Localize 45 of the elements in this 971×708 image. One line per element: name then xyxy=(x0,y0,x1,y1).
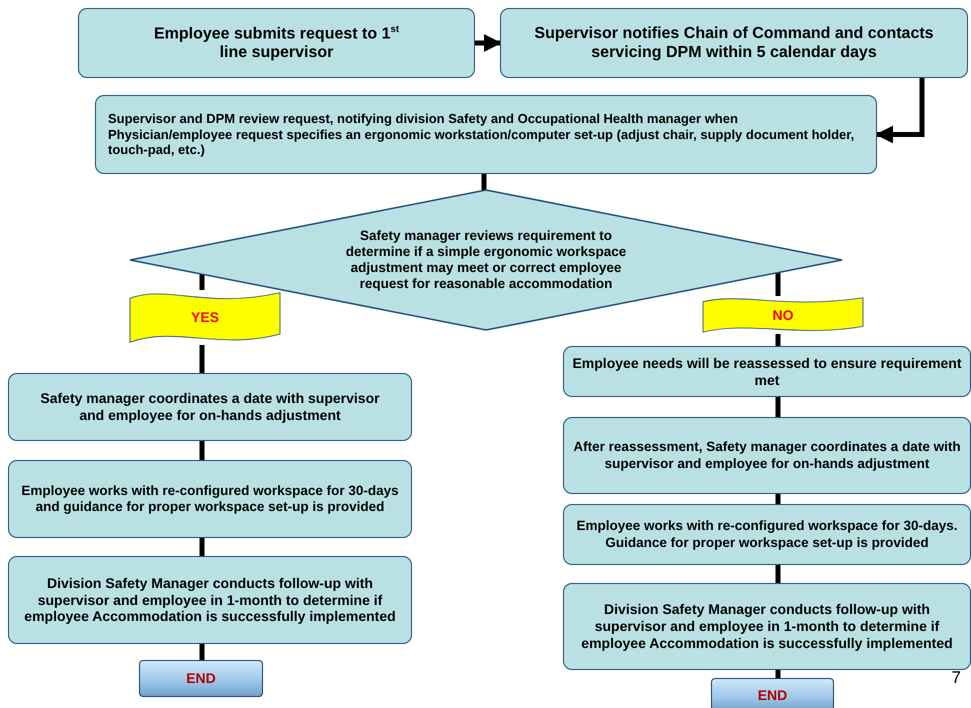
step-text: Employee works with re-configured workspace for 30-days. Guidance for proper workspace set-up is provided xyxy=(575,518,959,551)
process-box xyxy=(500,8,968,78)
process-box xyxy=(563,504,971,565)
step-text: Employee works with re-configured workspace for 30-days and guidance for proper workspace set-up is provided xyxy=(20,482,400,516)
process-box xyxy=(8,373,412,441)
step-text: Employee submits request to 1$^{st}$ line supervisor xyxy=(152,24,400,62)
process-box xyxy=(78,8,475,78)
connector-line xyxy=(776,397,780,417)
process-box xyxy=(563,346,971,397)
connector-line xyxy=(776,670,780,678)
arrow xyxy=(475,34,502,52)
connector-line xyxy=(776,334,780,346)
connector-line xyxy=(482,174,486,190)
connector-line xyxy=(776,494,780,504)
step-text: After reassessment, Safety manager coordinates a date with supervisor and employee for on-hands adjustment xyxy=(572,439,962,472)
end-terminal xyxy=(711,678,834,708)
end-label: END xyxy=(186,670,216,687)
process-box xyxy=(8,460,412,538)
process-box xyxy=(563,583,971,670)
step-text: Safety manager coordinates a date with supervisor and employee for on-hands adjustment xyxy=(39,390,381,424)
connector-line xyxy=(200,345,204,373)
arrow xyxy=(875,78,924,144)
process-box xyxy=(8,556,412,644)
step-text: Safety manager reviews requirement to determine if a simple ergonomic workspace adjustment may meet or correct employee request for reasonable accommodation xyxy=(344,228,628,292)
flag-label: YES xyxy=(190,309,219,326)
connector-line xyxy=(776,272,780,296)
banner-flag xyxy=(130,290,280,345)
step-text: Division Safety Manager conducts follow-up with supervisor and employee in 1-month to determine if employee Accommodation is successfully implemented xyxy=(23,574,397,626)
connector-line xyxy=(776,565,780,583)
connector-line xyxy=(200,274,204,290)
step-text: Employee needs will be reassessed to ensure requirement met xyxy=(571,354,963,388)
step-text: Supervisor and DPM review request, notifying division Safety and Occupational Health manager when Physician/employee request specifies an ergonomic workstation/computer set-up (adjust chair, supply document holder, touch-pad, etc.) xyxy=(108,111,856,158)
end-label: END xyxy=(758,686,788,704)
connector-line xyxy=(200,644,204,660)
banner-flag xyxy=(703,296,863,334)
connector-line xyxy=(200,441,204,460)
step-text: Supervisor notifies Chain of Command and contacts servicing DPM within 5 calendar days xyxy=(533,24,935,62)
page-number: 7 xyxy=(952,668,961,688)
step-text: Division Safety Manager conducts follow-up with supervisor and employee in 1-month to determine if employee Accommodation is successfully implemented xyxy=(580,601,954,652)
connector-line xyxy=(200,538,204,556)
flag-label: NO xyxy=(772,306,794,324)
end-terminal xyxy=(139,660,263,697)
process-box xyxy=(563,417,971,494)
process-box xyxy=(95,95,877,174)
decision-diamond xyxy=(130,190,842,330)
